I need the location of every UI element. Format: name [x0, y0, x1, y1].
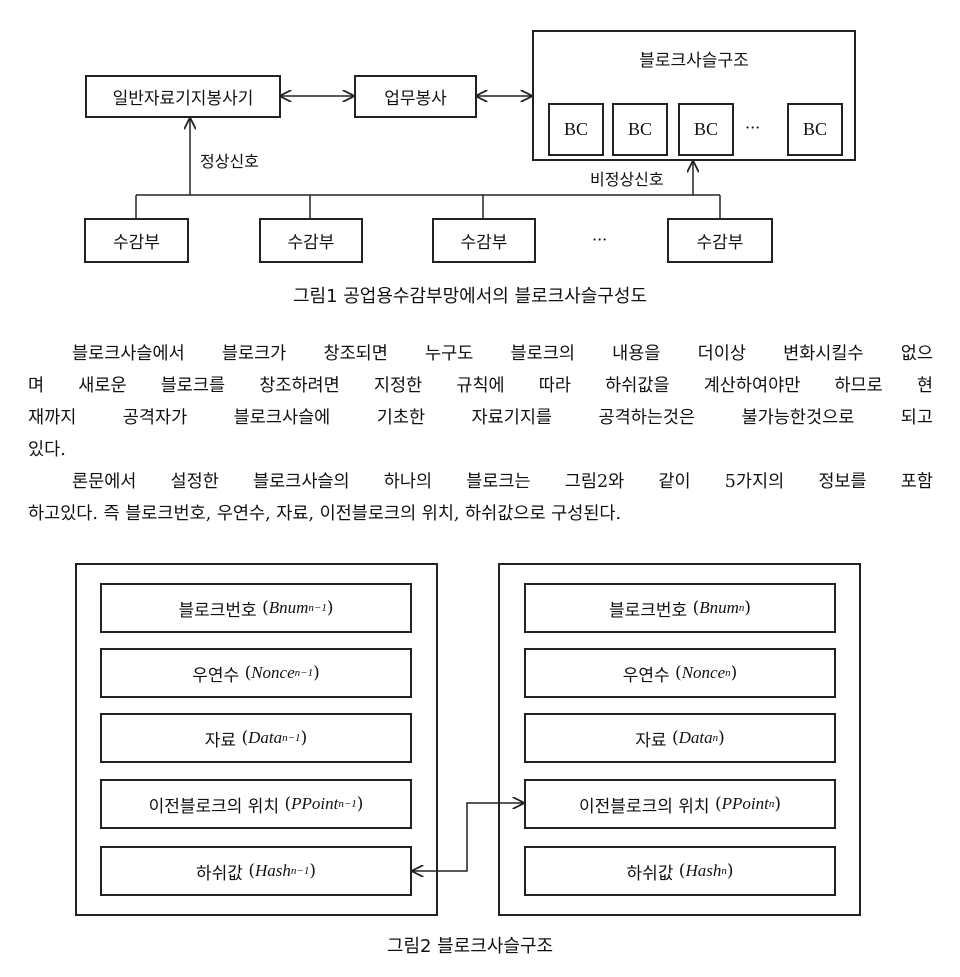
normal-signal-label: 정상신호	[200, 152, 259, 171]
field-subscript: n	[725, 667, 731, 679]
sensor-box: 수감부	[432, 218, 536, 263]
abnormal-signal-label: 비정상신호	[590, 170, 664, 189]
field-variable: Nonce	[251, 663, 295, 682]
field-subscript: n−1	[294, 667, 314, 679]
text-line: 며 새로운 블로크를 창조하려면 지정한 규칙에 따라 하쉬값을 계산하여야만 …	[28, 376, 933, 396]
database-server-box: 일반자료기지봉사기	[85, 75, 281, 118]
field-variable: Data	[678, 728, 713, 747]
blockchain-structure-title: 블로크사슬구조	[639, 51, 749, 71]
field-subscript: n	[768, 798, 775, 810]
bc-block: BC	[678, 103, 734, 156]
field-subscript: n−1	[282, 732, 301, 744]
figure-1-connectors	[135, 0, 721, 218]
sensor-label: 수감부	[287, 233, 335, 253]
bc-label: BC	[802, 119, 827, 139]
blockchain-structure-box: 블로크사슬구조	[532, 30, 856, 161]
field-label: 자료	[204, 730, 237, 751]
field-subscript: n	[712, 732, 719, 744]
bc-label: BC	[627, 119, 652, 139]
paragraph-2: 론문에서 설정한 블로크사슬의 하나의 블로크는 그림2와 같이 5가지의 정보…	[28, 466, 933, 530]
text-line: 있다.	[28, 440, 66, 460]
paragraph-1: 블로크사슬에서 블로크가 창조되면 누구도 블로크의 내용을 더이상 변화시킬수…	[28, 338, 933, 466]
text-line: 재까지 공격자가 블로크사슬에 기초한 자료기지를 공격하는것은 불가능한것으로…	[28, 408, 933, 428]
sensor-ellipsis: ···	[592, 230, 608, 249]
text-line: 블로크사슬에서 블로크가 창조되면 누구도 블로크의 내용을 더이상 변화시킬수…	[72, 344, 933, 364]
field-label: 우연수	[192, 665, 240, 686]
field-variable: Data	[248, 728, 283, 747]
sensor-box: 수감부	[667, 218, 773, 263]
text-line: 하고있다. 즉 블로크번호, 우연수, 자료, 이전블로크의 위치, 하쉬값으로…	[28, 504, 622, 524]
field-variable: Bnum	[268, 598, 309, 617]
field-subscript: n	[738, 602, 745, 614]
field-label: 이전블로크의 위치	[148, 796, 280, 817]
previous-block-container	[75, 563, 438, 916]
bc-block: BC	[548, 103, 604, 156]
field-subscript: n−1	[308, 602, 327, 614]
figure-1-caption: 그림1 공업용수감부망에서의 블로크사슬구성도	[292, 286, 648, 307]
bc-label: BC	[693, 119, 718, 139]
text-line: 론문에서 설정한 블로크사슬의 하나의 블로크는 그림2와 같이 5가지의 정보…	[72, 472, 933, 492]
current-block-container	[498, 563, 861, 916]
sensor-box: 수감부	[259, 218, 363, 263]
field-label: 이전블로크의 위치	[579, 796, 710, 817]
field-label: 블로크번호	[608, 600, 688, 621]
field-label: 하쉬값	[196, 863, 243, 884]
field-subscript: n	[721, 865, 727, 877]
field-variable: PPoint	[291, 794, 339, 813]
figure-2-caption: 그림2 블로크사슬구조	[386, 936, 554, 957]
sensor-box: 수감부	[84, 218, 189, 263]
field-subscript: n−1	[338, 798, 357, 810]
sensor-label: 수감부	[113, 233, 160, 253]
business-service-label: 업무봉사	[384, 89, 447, 109]
bc-ellipsis: ···	[745, 118, 761, 137]
field-variable: PPoint	[721, 794, 769, 813]
bc-block: BC	[612, 103, 668, 156]
field-label: 하쉬값	[626, 863, 674, 884]
bc-block: BC	[787, 103, 843, 156]
sensor-label: 수감부	[696, 233, 744, 253]
database-server-label: 일반자료기지봉사기	[112, 89, 254, 109]
field-variable: Hash	[685, 861, 722, 880]
field-label: 우연수	[622, 665, 670, 686]
field-label: 블로크번호	[178, 600, 257, 621]
field-label: 자료	[635, 730, 667, 751]
field-subscript: n−1	[290, 865, 310, 877]
business-service-box: 업무봉사	[354, 75, 477, 118]
sensor-label: 수감부	[460, 233, 508, 253]
field-variable: Hash	[254, 861, 291, 880]
field-variable: Nonce	[681, 663, 726, 682]
bc-label: BC	[563, 119, 588, 139]
field-variable: Bnum	[699, 598, 739, 617]
